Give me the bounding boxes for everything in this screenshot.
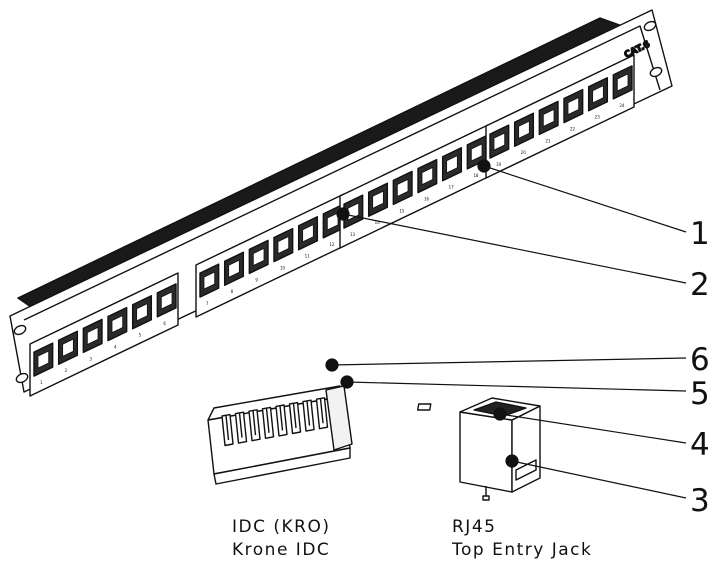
rj45-port-opening: [37, 350, 50, 369]
mount-hole-right-bottom: [649, 66, 663, 78]
port-number: 22: [570, 127, 576, 132]
idc-caption-line2: Krone IDC: [232, 540, 330, 560]
rj45-port-opening: [62, 338, 74, 357]
port-number: 16: [424, 197, 430, 202]
port-number: 3: [89, 356, 92, 361]
port-number: 17: [449, 185, 455, 190]
idc-end-cap: [325, 385, 353, 451]
rj45-port-opening: [567, 97, 580, 116]
idc-slot-cut: [292, 403, 297, 429]
rj45-port-opening: [518, 120, 530, 139]
port-number: 14: [375, 220, 381, 225]
rj45-port-opening: [252, 247, 265, 266]
port-number: 13: [350, 232, 356, 237]
rj45-port-opening: [372, 190, 384, 209]
idc-slot-cut: [238, 412, 243, 438]
rj45-caption-line2: Top Entry Jack: [451, 540, 592, 560]
rj45-port-opening: [396, 178, 409, 197]
rj45-port-opening: [446, 155, 458, 174]
rj45-port-opening: [421, 167, 434, 186]
port-number: 24: [619, 103, 625, 108]
idc-slot-cut: [306, 400, 311, 426]
port-number: 11: [305, 254, 311, 259]
leader-dot-1: [477, 159, 491, 173]
mount-hole-left-bottom: [15, 372, 29, 384]
port-module: 19 20 21 22 23 24: [485, 54, 635, 179]
idc-krone-connector: [207, 385, 353, 485]
leader-line-6: [331, 357, 687, 366]
idc-slot-cut: [265, 408, 270, 433]
rj45-port-opening: [160, 291, 173, 310]
rj45-port-opening: [277, 236, 290, 255]
idc-contact-slots: [221, 397, 329, 447]
rj45-port-opening: [542, 108, 555, 127]
callout-leaders: [325, 159, 687, 499]
port-number: 19: [496, 162, 502, 167]
rj45-port-opening: [203, 271, 216, 290]
leader-line-4: [499, 413, 687, 444]
leader-dot-5: [340, 375, 354, 389]
mount-hole-left-top: [13, 324, 27, 336]
rj45-port-opening: [228, 259, 240, 278]
rj45-port-opening: [616, 73, 629, 92]
mount-hole-right-top: [643, 20, 657, 32]
callout-2: 2: [690, 267, 710, 303]
patch-panel: 123456789101112131415161718192021222324 …: [9, 9, 673, 397]
rj45-port-opening: [493, 132, 506, 151]
rj45-pin-tip: [482, 495, 490, 501]
rj45-front: [459, 411, 513, 493]
port-number: 10: [280, 266, 286, 271]
port-number: 8: [231, 289, 234, 294]
port-number: 7: [206, 301, 209, 306]
port-number: 21: [545, 138, 551, 143]
port-module: 7 8 9 10 11 12: [195, 193, 345, 318]
idc-slot-cut: [319, 398, 324, 424]
leader-dot-3: [505, 454, 519, 468]
rj45-top-entry-jack: [416, 397, 541, 501]
idc-base: [213, 447, 351, 485]
port-number: 4: [114, 345, 117, 350]
idc-slot-cut: [252, 410, 257, 436]
leader-line-5: [346, 381, 687, 392]
port-number: 2: [65, 368, 68, 373]
rj45-port-opening: [111, 315, 124, 334]
leader-line-2: [342, 213, 687, 284]
port-number: 5: [139, 333, 142, 338]
rj45-caption-line1: RJ45: [452, 517, 496, 537]
leader-dot-2: [336, 207, 350, 221]
port-module: 13 14 15 16 17 18: [339, 124, 489, 249]
idc-caption-line1: IDC (KRO): [232, 517, 330, 537]
idc-slot-cut: [225, 415, 230, 441]
callout-6: 6: [690, 342, 710, 378]
callout-5: 5: [690, 376, 710, 412]
port-number: 6: [163, 321, 166, 326]
leader-line-1: [483, 165, 687, 233]
port-number: 15: [399, 208, 405, 213]
port-number: 23: [595, 115, 601, 120]
idc-slot-cut: [279, 405, 284, 431]
callout-3: 3: [690, 483, 710, 519]
idc-body-top: [207, 385, 345, 421]
callout-1: 1: [690, 216, 710, 252]
rj45-port-opening: [470, 143, 483, 162]
port-number: 9: [255, 277, 258, 282]
rj45-port-opening: [302, 224, 314, 243]
rj45-port-opening: [86, 326, 99, 345]
port-module: 1 2 3 4 5 6: [29, 272, 179, 397]
rj45-latch-slot: [416, 403, 432, 411]
port-number: 20: [521, 150, 527, 155]
rj45-port-opening: [136, 303, 148, 322]
rj45-port-opening: [326, 212, 339, 231]
port-number: 1: [40, 380, 43, 385]
leader-dot-6: [325, 358, 339, 372]
leader-dot-4: [493, 407, 507, 421]
rj45-port-opening: [592, 85, 604, 104]
leader-line-3: [511, 460, 687, 499]
port-number: 18: [473, 173, 479, 178]
callout-4: 4: [690, 427, 710, 463]
port-number: 12: [329, 242, 335, 247]
